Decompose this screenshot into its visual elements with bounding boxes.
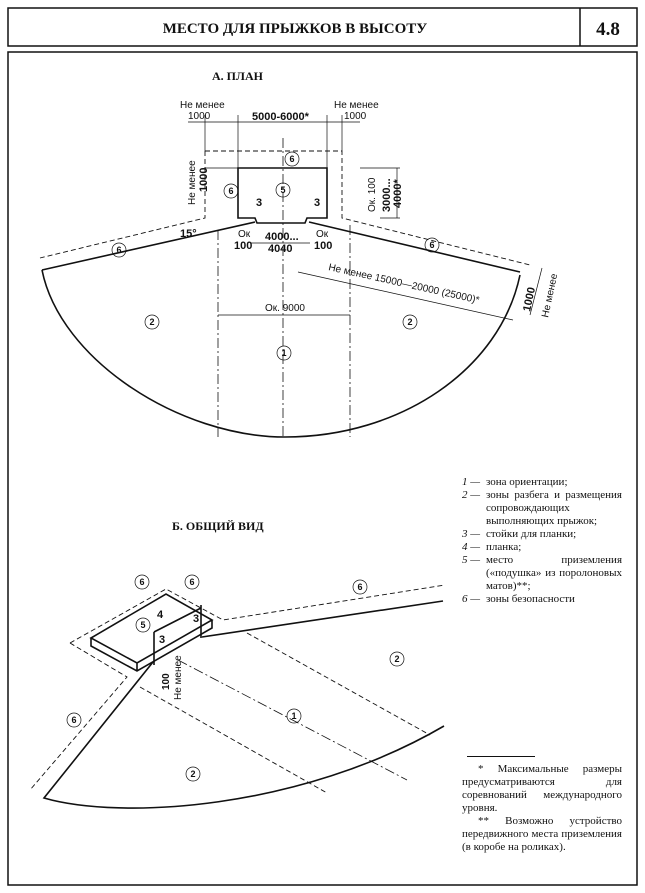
angle-label: 15°: [180, 228, 197, 240]
legend-text: стойки для планки;: [486, 528, 577, 540]
dim-label: 1000: [188, 111, 211, 122]
svg-text:6: 6: [228, 186, 233, 196]
safety-zone-outline-left: [39, 151, 206, 259]
dim-label: Не менее: [540, 272, 560, 318]
general-view: Б. ОБЩИЙ ВИД 100 Не менее 6 6 6 6 5 4 3 …: [29, 519, 446, 809]
svg-text:1: 1: [291, 711, 296, 721]
runup-left-edge: [41, 221, 256, 271]
legend-number: 5 —: [462, 554, 481, 566]
safety-zone-outline: [29, 642, 128, 791]
high-jump-stands: [153, 605, 202, 665]
plan-view: А. ПЛАН Не менее 1000 5000-6000* Не мене…: [39, 69, 560, 438]
page-title: МЕСТО ДЛЯ ПРЫЖКОВ В ВЫСОТУ: [163, 21, 428, 37]
legend-item: 5 — место приземления («подушка» из порол…: [462, 554, 622, 593]
center-axis: [177, 659, 408, 781]
svg-text:2: 2: [149, 317, 154, 327]
svg-text:6: 6: [357, 582, 362, 592]
landing-mat: [89, 593, 214, 672]
dim-label: 100: [314, 240, 332, 252]
dim-label: Не менее: [187, 160, 198, 205]
legend-text: зона ориентации;: [486, 476, 568, 488]
dim-label: Ок. 9000: [265, 303, 305, 314]
bar-length-label: 4000...: [265, 231, 299, 243]
legend-number: 3 —: [462, 528, 481, 540]
runup-area-left: [42, 661, 445, 809]
svg-text:6: 6: [139, 577, 144, 587]
legend-number: 1 —: [462, 476, 481, 488]
zone-markers: 6 6 6 6 5 4 3 3 2 2 1: [66, 574, 405, 782]
footnote-rule: [467, 756, 535, 757]
dim-label: Ок. 100: [367, 177, 378, 212]
footnote: ** Возможно устройство передвижного мест…: [462, 815, 622, 853]
legend-item: 1 — зона ориентации;: [462, 476, 622, 489]
dim-label: 1000: [198, 168, 210, 192]
dim-label: Ок: [238, 229, 251, 240]
safety-zone-outline: [69, 584, 446, 644]
runup-arc: [41, 269, 521, 438]
dim-depth-label: 4000*: [392, 179, 404, 208]
runway-dimension-line: [297, 271, 514, 321]
legend-number: 4 —: [462, 541, 481, 553]
dim-width-label: 5000-6000*: [252, 111, 310, 123]
bar-length-label: 4040: [268, 243, 292, 255]
svg-text:3: 3: [314, 197, 320, 209]
dim-label: 1000: [521, 286, 538, 312]
zone-width-dim: [529, 267, 543, 316]
footnotes: * Максимальные размеры предусматриваются…: [462, 763, 622, 854]
dim-label: Не менее: [180, 100, 225, 111]
orientation-zone-edge: [139, 686, 328, 794]
plan-title: А. ПЛАН: [212, 69, 264, 83]
runup-area-right: [201, 600, 444, 638]
dim-label: Не менее: [334, 100, 379, 111]
dim-label: 1000: [344, 111, 367, 122]
legend-text: место приземления («подушка» из поролоно…: [486, 554, 622, 592]
svg-text:2: 2: [407, 317, 412, 327]
dim-label: Ок: [316, 229, 329, 240]
view-title: Б. ОБЩИЙ ВИД: [172, 519, 264, 533]
svg-text:6: 6: [71, 715, 76, 725]
legend-text: зоны безопасности: [486, 593, 575, 605]
right-dimension-lines: [360, 167, 400, 219]
legend-item: 2 — зоны разбега и размещения сопровождаю…: [462, 489, 622, 528]
svg-text:3: 3: [193, 613, 199, 625]
dim-label: 100: [161, 673, 172, 690]
orientation-zone-edge: [246, 632, 431, 736]
zone-markers: 6 6 5 3 3 6 6 2 2 1: [111, 151, 440, 361]
svg-text:5: 5: [140, 620, 145, 630]
safety-zone-outline-right: [205, 150, 531, 266]
svg-text:2: 2: [190, 769, 195, 779]
header-frame: [7, 7, 638, 47]
svg-text:2: 2: [394, 654, 399, 664]
legend: 1 — зона ориентации; 2 — зоны разбега и ра…: [462, 476, 622, 606]
svg-text:6: 6: [429, 240, 434, 250]
legend-text: зоны разбега и размещения сопровождающих…: [486, 489, 622, 527]
svg-text:5: 5: [280, 185, 285, 195]
legend-item: 4 — планка;: [462, 541, 622, 554]
svg-text:3: 3: [256, 197, 262, 209]
dim-label: Не менее: [173, 655, 184, 700]
content-frame: [7, 51, 638, 886]
runup-right-edge: [308, 221, 521, 273]
svg-text:4: 4: [157, 609, 164, 621]
svg-text:6: 6: [116, 245, 121, 255]
svg-text:6: 6: [189, 577, 194, 587]
legend-item: 6 — зоны безопасности: [462, 593, 622, 606]
dim-label: 100: [234, 240, 252, 252]
dim-depth-label: 3000...: [381, 178, 393, 212]
legend-number: 6 —: [462, 593, 481, 605]
top-dimension-lines: [188, 115, 360, 168]
svg-text:6: 6: [289, 154, 294, 164]
legend-text: планка;: [486, 541, 522, 553]
section-number: 4.8: [596, 19, 620, 40]
legend-item: 3 — стойки для планки;: [462, 528, 622, 541]
landing-area: [237, 167, 328, 224]
svg-text:3: 3: [159, 634, 165, 646]
legend-number: 2 —: [462, 489, 481, 501]
footnote: * Максимальные размеры предусматриваются…: [462, 763, 622, 814]
svg-text:1: 1: [281, 348, 286, 358]
